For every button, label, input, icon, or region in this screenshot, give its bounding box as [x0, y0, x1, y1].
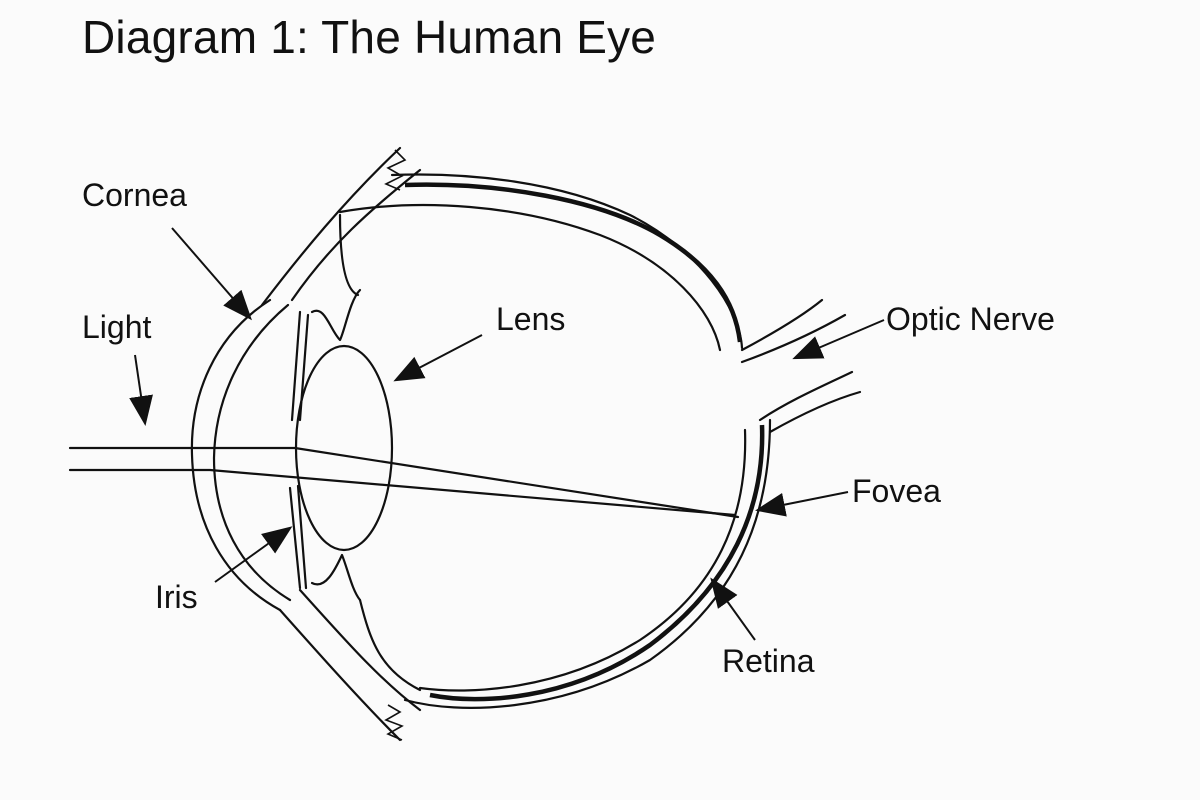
zonule-lower-1 [358, 598, 422, 692]
lens-arrow [393, 334, 483, 382]
cornea-arrow [171, 227, 252, 321]
upper-lid-hatch [384, 149, 407, 191]
optic-nerve-upper-2 [740, 313, 847, 364]
label-fovea: Fovea [852, 473, 941, 509]
upper-lid-line [260, 146, 402, 307]
lens-shape [294, 344, 394, 552]
cornea-outer [190, 298, 282, 612]
sclera-inner-lower [418, 428, 747, 692]
label-retina: Retina [722, 643, 815, 679]
iris-upper [290, 310, 310, 422]
retina-band-lower [429, 424, 765, 702]
light-arrow [129, 354, 153, 426]
ciliary-upper [310, 288, 362, 342]
lower-lid-line-2 [298, 588, 422, 712]
label-lens: Lens [496, 301, 565, 337]
optic-nerve-lower-2 [768, 390, 862, 434]
fovea-arrow [755, 491, 849, 517]
sclera-inner [338, 204, 722, 352]
retina-arrow [710, 577, 756, 641]
optic-nerve-lower [758, 370, 854, 422]
light-ray-upper [68, 446, 740, 519]
iris-lower [288, 484, 308, 590]
upper-lid-line-2 [290, 168, 422, 302]
retina-band-upper [404, 182, 743, 343]
iris-arrow [214, 526, 293, 583]
cornea-inner [212, 303, 292, 602]
diagram-title: Diagram 1: The Human Eye [82, 11, 657, 63]
ciliary-lower [310, 553, 362, 602]
light-ray-lower [68, 468, 737, 517]
label-cornea: Cornea [82, 177, 187, 213]
optic-nerve-upper [740, 298, 824, 352]
zonule-upper-1 [338, 213, 360, 297]
lower-lid-line [278, 608, 402, 742]
optic-nerve-arrow [792, 319, 885, 360]
label-light: Light [82, 309, 152, 345]
lower-lid-hatch [384, 704, 404, 741]
label-iris: Iris [155, 579, 198, 615]
label-optic-nerve: Optic Nerve [886, 301, 1055, 337]
